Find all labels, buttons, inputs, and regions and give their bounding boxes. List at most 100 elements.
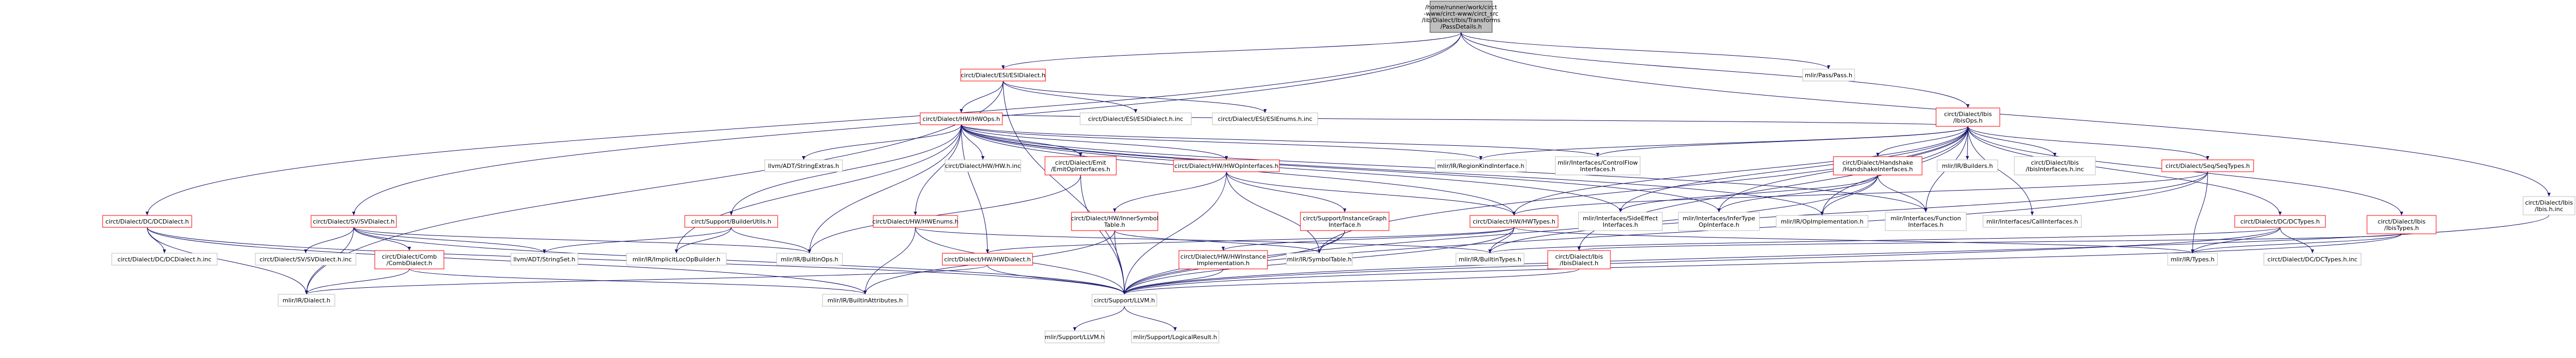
node-esienums[interactable]: circt/Dialect/ESI/ESIEnums.h.inc [1212,112,1318,125]
node-logicalresult[interactable]: mlir/Support/LogicalResult.h [1131,330,1219,343]
edge-root-to-dcdialect [145,32,1461,216]
node-label: Table.h [1104,221,1125,228]
node-label: mlir/IR/Dialect.h [282,297,331,304]
edge-hwdialect-to-mlirdialect [305,265,988,295]
node-box [1578,212,1663,231]
node-mlirtypes[interactable]: mlir/IR/Types.h [2167,253,2218,266]
node-builderutils[interactable]: circt/Support/BuilderUtils.h [684,215,778,228]
node-box [1080,112,1192,125]
node-hwinc[interactable]: circt/Dialect/HW/HW.h.inc [945,159,1021,172]
node-regionkind[interactable]: mlir/IR/RegionKindInterface.h [1435,159,1527,172]
node-opimpl[interactable]: mlir/IR/OpImplementation.h [1776,215,1869,228]
node-label: mlir/Interfaces/CallInterfaces.h [1986,218,2078,225]
edge-root-to-ibisinc [1461,32,2551,197]
node-hwopif[interactable]: circt/Dialect/HW/HWOpInterfaces.h [1173,159,1280,172]
node-strset[interactable]: llvm/ADT/StringSet.h [510,253,578,266]
node-hwops[interactable]: circt/Dialect/HW/HWOps.h [920,112,1003,125]
node-hwtypes[interactable]: circt/Dialect/HW/HWTypes.h [1469,215,1559,228]
node-dctypes[interactable]: circt/Dialect/DC/DCTypes.h [2234,215,2326,228]
edge-seqtypes-to-builtintypes [1488,171,2208,254]
node-box [1178,250,1268,269]
node-dcdctypesinc[interactable]: circt/Dialect/DC/DCTypes.h.inc [2263,253,2362,266]
node-ibistypes[interactable]: circt/Dialect/Ibis/IbisTypes.h [2366,215,2437,234]
node-emitopif[interactable]: circt/Dialect/Emit/EmitOpInterfaces.h [1044,156,1117,175]
node-ibisdialect[interactable]: circt/Dialect/Ibis/IbisDialect.h [1547,250,1611,269]
edge-builderutils-to-implicitlocop [675,227,732,254]
node-box [1982,215,2082,228]
edge-svdialect-to-combdialect [353,227,411,251]
edge-hwops-to-opimpl [961,124,1824,216]
edge-hwops-to-llvmstrext [802,124,962,160]
node-callif[interactable]: mlir/Interfaces/CallInterfaces.h [1982,215,2082,228]
edge-dcdialect-to-dcinc [147,227,166,254]
node-hwenums[interactable]: circt/Dialect/HW/HWEnums.h [872,215,959,228]
node-label: circt/Dialect/SV/SVDialect.h.inc [260,256,352,263]
edge-builderutils-to-builtinops [731,227,811,254]
node-llvmh[interactable]: circt/Support/LLVM.h [1091,294,1157,307]
node-label: circt/Dialect/ESI/ESIEnums.h.inc [1218,116,1312,123]
node-mlirllvm[interactable]: mlir/Support/LLVM.h [1044,330,1105,343]
node-ibisifinc[interactable]: circt/Dialect/Ibis/IbisInterfaces.h.inc [2014,156,2096,175]
node-hwinstimpl[interactable]: circt/Dialect/HW/HWInstanceImplementatio… [1178,250,1268,269]
node-implicitlocop[interactable]: mlir/IR/ImplicitLocOpBuilder.h [626,253,727,266]
edge-esiesidialect-to-llvmh [1003,80,1126,295]
node-label: circt/Dialect/ESI/ESIDialect.h [961,72,1046,79]
node-esiinc[interactable]: circt/Dialect/ESI/ESIDialect.h.inc [1080,112,1192,125]
edge-handshakeif-to-infertype [1717,174,1878,213]
node-ibisops[interactable]: circt/Dialect/Ibis/IbisOps.h [1936,107,2000,127]
node-dcinc[interactable]: circt/Dialect/DC/DCDialect.h.inc [111,253,218,266]
edge-handshakeif-to-llvmh [1123,174,1878,295]
edge-dctypes-to-dcdctypesinc [2280,227,2314,254]
node-box [1547,250,1611,269]
edge-root-to-svdialect [352,32,1461,216]
node-label: mlir/Support/LLVM.h [1045,334,1105,341]
edge-ibisops-to-regionkind [1479,126,1968,160]
edge-hwtypes-to-mlirtypes [1514,227,2194,254]
node-esiesidialect[interactable]: circt/Dialect/ESI/ESIDialect.h [960,69,1046,82]
node-label: circt/Dialect/HW/HWEnums.h [872,218,958,225]
node-svinc[interactable]: circt/Dialect/SV/SVDialect.h.inc [255,253,356,266]
node-label: circt/Support/InstanceGraph [1303,215,1386,222]
node-root[interactable]: /home/runner/work/circt-www/circt-www/ci… [1422,1,1501,33]
node-box [102,215,192,228]
node-handshakeif[interactable]: circt/Dialect/Handshake/HandshakeInterfa… [1833,156,1923,175]
node-builtinops[interactable]: mlir/IR/BuiltinOps.h [776,253,843,266]
edge-dctypes-to-builtintypes [1488,227,2281,254]
node-svdialect[interactable]: circt/Dialect/SV/SVDialect.h [311,215,397,228]
node-hwdialect[interactable]: circt/Dialect/HW/HWDialect.h [942,253,1033,266]
edge-hwops-to-controlflow [961,124,1600,157]
node-builtintypes[interactable]: mlir/IR/BuiltinTypes.h [1455,253,1525,266]
node-combdialect[interactable]: circt/Dialect/Comb/CombDialect.h [374,250,444,269]
node-label: /home/runner/work/circt [1425,4,1498,11]
node-box [1469,215,1559,228]
node-symboltable[interactable]: mlir/IR/SymbolTable.h [1286,253,1353,266]
node-box [2366,215,2437,234]
node-mlirbuilders[interactable]: mlir/IR/Builders.h [1937,159,1998,172]
node-box [1071,212,1158,231]
node-ibisinc[interactable]: circt/Dialect/Ibis/Ibis.h.inc [2523,196,2575,215]
node-label: /PassDetails.h [1440,23,1482,30]
node-passpass[interactable]: mlir/Pass/Pass.h [1802,69,1855,82]
node-label: circt/Dialect/Comb [382,253,437,260]
node-builtinattrs[interactable]: mlir/IR/BuiltinAttributes.h [822,294,908,307]
node-label: llvm/ADT/StringSet.h [514,256,576,263]
node-label: circt/Dialect/DC/DCTypes.h.inc [2268,256,2358,263]
node-box [111,253,218,266]
node-label: Interfaces.h [1580,166,1615,173]
node-seqtypes[interactable]: circt/Dialect/Seq/SeqTypes.h [2161,159,2254,172]
edge-combdialect-to-builtinattrs [409,268,867,295]
edge-hwops-to-sideeffect [961,124,1622,213]
node-mlirdialect[interactable]: mlir/IR/Dialect.h [278,294,335,307]
edge-ibisops-to-ibisifinc [1967,126,2056,157]
node-llvmstrext[interactable]: llvm/ADT/StringExtras.h [764,159,843,172]
node-dcdialect[interactable]: circt/Dialect/DC/DCDialect.h [102,215,192,228]
node-box [960,69,1046,82]
node-label: mlir/Pass/Pass.h [1805,72,1852,79]
